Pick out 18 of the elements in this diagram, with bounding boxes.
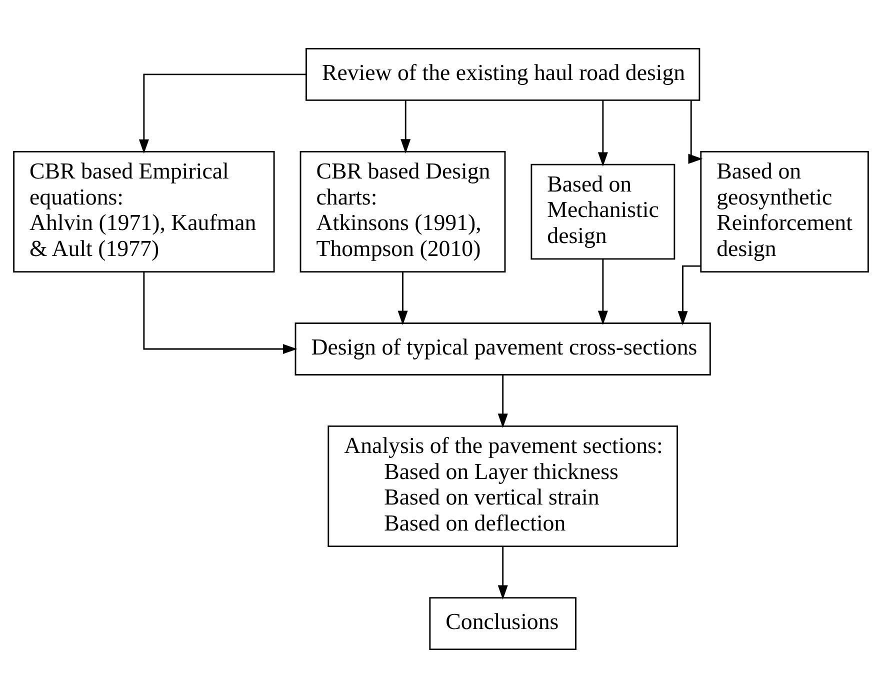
arrow xyxy=(598,100,608,166)
arrow xyxy=(143,271,298,354)
node-box: Review of the existing haul road design xyxy=(306,48,700,100)
arrow xyxy=(498,546,508,600)
arrow xyxy=(398,271,408,325)
node-box: Design of typical pavement cross-sections xyxy=(294,322,711,375)
arrow xyxy=(598,258,608,325)
arrow xyxy=(678,264,700,325)
node-box: Based on geosynthetic Reinforcement design xyxy=(700,150,869,272)
node-box: CBR based Empirical equations: Ahlvin (1971), Kaufman & Ault (1977) xyxy=(13,150,275,272)
node-box: CBR based Design charts: Atkinsons (1991), Thompson (2010) xyxy=(300,150,506,272)
node-box: Conclusions xyxy=(429,596,576,650)
node-box: Analysis of the pavement sections: Based on Layer thickness Based on vertical strain Based on deflection xyxy=(328,425,678,547)
arrow xyxy=(498,374,508,428)
node-box: Based on Mechanistic design xyxy=(530,163,676,260)
arrow xyxy=(688,100,703,164)
arrow xyxy=(400,100,411,153)
arrow xyxy=(138,73,306,154)
